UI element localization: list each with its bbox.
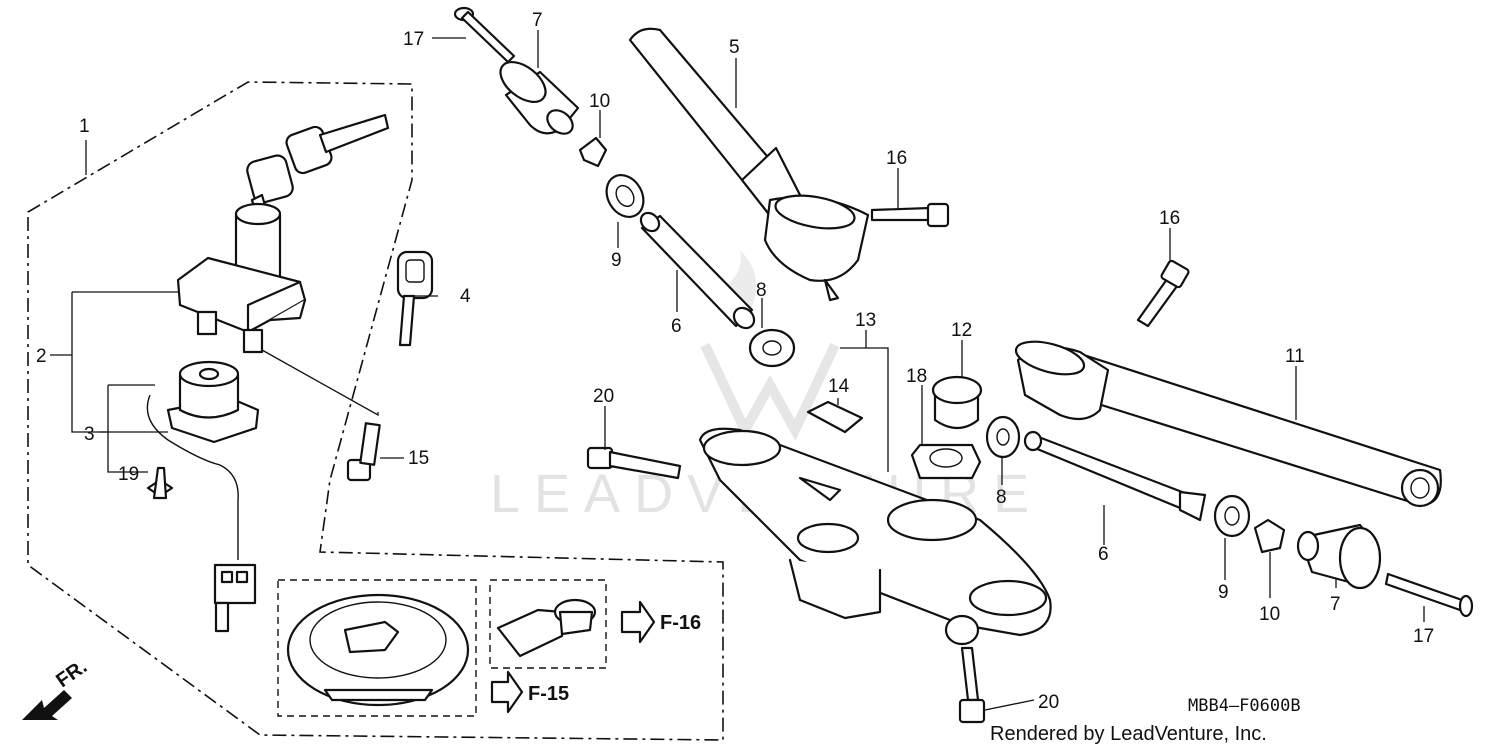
ref-f15: F-15 <box>528 683 569 705</box>
callout-14: 14 <box>828 376 850 397</box>
callout-9-right: 9 <box>1218 582 1229 603</box>
callout-11: 11 <box>1285 346 1305 367</box>
bolt-17-left <box>453 6 516 64</box>
callout-9-left: 9 <box>611 250 622 271</box>
callout-20-bottom: 20 <box>1038 692 1059 713</box>
callout-1: 1 <box>79 116 90 137</box>
callout-17-right: 17 <box>1413 626 1434 647</box>
ref-f16: F-16 <box>660 612 701 634</box>
callout-16-left: 16 <box>886 148 907 169</box>
callout-6-left: 6 <box>671 316 682 337</box>
callout-8-right: 8 <box>996 487 1007 508</box>
clip-10-left <box>578 136 608 168</box>
rubber-9-right <box>1213 494 1251 538</box>
handlebar-left <box>628 27 870 302</box>
screw-19 <box>146 466 174 500</box>
callout-7-right: 7 <box>1330 594 1341 615</box>
callout-10-right: 10 <box>1259 604 1280 625</box>
callout-6-right: 6 <box>1098 544 1109 565</box>
callout-15: 15 <box>408 448 429 469</box>
bolt-20-bottom <box>958 646 986 724</box>
ignition-switch <box>176 113 390 354</box>
callout-8-left: 8 <box>756 280 767 301</box>
arrow-f15 <box>490 670 524 714</box>
bolt-15 <box>346 422 381 482</box>
arrow-f16 <box>620 600 656 644</box>
ignition-group-outline <box>27 81 724 741</box>
callout-19: 19 <box>118 464 139 485</box>
nut-18 <box>910 443 982 480</box>
bolt-16-right <box>1136 259 1190 328</box>
bar-end-weight-right <box>1296 523 1382 590</box>
diagram-code: MBB4—F0600B <box>1188 696 1301 716</box>
nut-8-left <box>748 328 796 368</box>
fuel-cap-box <box>277 579 477 717</box>
credit-text: Rendered by LeadVenture, Inc. <box>990 723 1267 745</box>
callout-18: 18 <box>906 366 927 387</box>
bar-end-weight-left <box>499 61 580 135</box>
callout-5: 5 <box>729 37 740 58</box>
leader-lines <box>50 30 1425 711</box>
callout-10-left: 10 <box>589 91 610 112</box>
cap-12 <box>931 375 983 430</box>
callout-20-top: 20 <box>593 386 614 407</box>
bolt-17-right <box>1384 572 1474 618</box>
rubber-9-left <box>605 174 645 218</box>
top-bridge <box>698 427 1052 646</box>
callouts: 1 2 3 4 5 6 6 7 7 8 8 9 9 10 10 11 12 13… <box>36 10 1434 713</box>
callout-7-left: 7 <box>532 10 543 31</box>
bolt-20-top <box>586 446 682 480</box>
callout-3: 3 <box>84 424 95 445</box>
fuel-cap <box>286 593 470 707</box>
plate-14 <box>806 400 864 434</box>
lock-subgroup <box>496 598 597 658</box>
callout-16-right: 16 <box>1159 208 1180 229</box>
clip-10-right <box>1253 518 1286 554</box>
weight-rod-left <box>639 211 756 330</box>
callout-13: 13 <box>855 310 876 331</box>
key <box>396 250 434 347</box>
callout-4: 4 <box>460 286 471 307</box>
handlebar-right <box>1014 340 1442 508</box>
front-marker: FR. <box>52 656 91 693</box>
seat-lock-cylinder <box>146 360 260 633</box>
callout-2: 2 <box>36 346 47 367</box>
callout-12: 12 <box>951 320 972 341</box>
nut-8-right <box>985 415 1021 459</box>
bolt-16-left <box>870 202 950 228</box>
front-arrow-icon: FR. <box>22 656 91 720</box>
callout-17-left: 17 <box>403 29 424 50</box>
weight-rod-right <box>1023 430 1207 522</box>
lock-subgroup-box <box>489 579 607 669</box>
